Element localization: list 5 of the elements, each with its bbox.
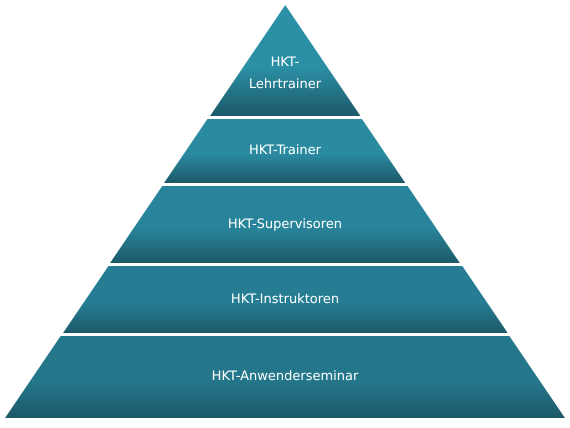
level-label: HKT-Anwenderseminar xyxy=(212,368,358,386)
level-label: HKT-Instruktoren xyxy=(230,290,340,308)
level-label: HKT- Lehrtrainer xyxy=(248,54,322,94)
level-label: HKT-Supervisoren xyxy=(228,216,342,234)
level-label: HKT-Trainer xyxy=(248,142,322,160)
